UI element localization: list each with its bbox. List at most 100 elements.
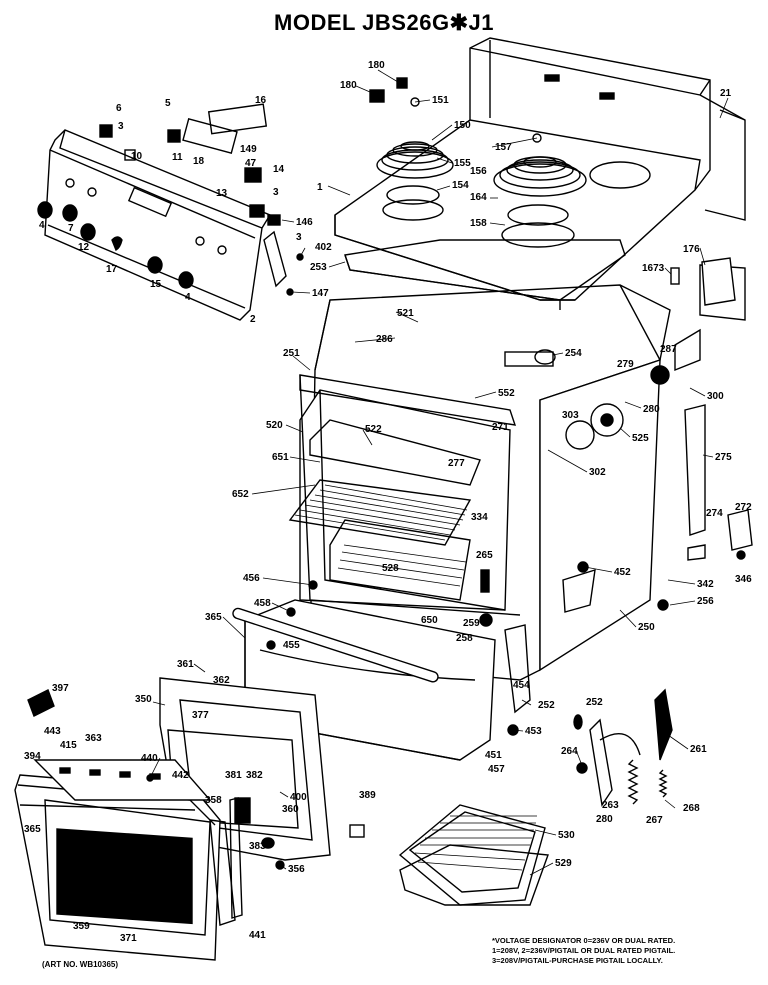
callout-156: 156 <box>470 166 487 177</box>
callout-359: 359 <box>73 921 90 932</box>
callout-4a: 4 <box>39 220 45 231</box>
surface-unit-left <box>376 141 454 221</box>
callout-1: 1 <box>317 182 323 193</box>
switches-and-clock <box>99 103 287 288</box>
callout-522: 522 <box>365 424 382 435</box>
callout-5: 5 <box>165 98 171 109</box>
voltage-designator-note: *VOLTAGE DESIGNATOR 0=236V OR DUAL RATED… <box>492 936 762 966</box>
control-knobs <box>37 201 194 289</box>
callout-383: 383 <box>249 841 266 852</box>
callout-360: 360 <box>282 804 299 815</box>
callout-147: 147 <box>312 288 329 299</box>
door-side-trim <box>229 797 243 919</box>
callout-389: 389 <box>359 790 376 801</box>
callout-251: 251 <box>283 348 300 359</box>
hinge-springs <box>627 759 668 805</box>
lower-bracket <box>562 569 596 613</box>
callout-252: 252 <box>538 700 555 711</box>
infinite-switch-knobs <box>565 403 624 450</box>
callout-300: 300 <box>707 391 724 402</box>
callout-157: 157 <box>495 142 512 153</box>
callout-4b: 4 <box>185 292 191 303</box>
callout-267: 267 <box>646 815 663 826</box>
callout-440: 440 <box>141 753 158 764</box>
diagram-title: MODEL JBS26G✱J1 <box>274 10 494 35</box>
callout-14: 14 <box>273 164 285 175</box>
callout-525: 525 <box>632 433 649 444</box>
callout-441: 441 <box>249 930 266 941</box>
callout-361: 361 <box>177 659 194 670</box>
callout-520: 520 <box>266 420 283 431</box>
door-hinge-left <box>27 689 55 717</box>
leader-lines <box>149 69 729 876</box>
callout-280b: 280 <box>596 814 613 825</box>
callout-254: 254 <box>565 348 582 359</box>
callout-529: 529 <box>555 858 572 869</box>
callout-453: 453 <box>525 726 542 737</box>
callout-146: 146 <box>296 217 313 228</box>
callout-186: 286 <box>376 334 393 345</box>
callout-6: 6 <box>116 103 122 114</box>
callout-3b: 3 <box>273 187 279 198</box>
callout-458: 458 <box>254 598 271 609</box>
callout-261: 261 <box>690 744 707 755</box>
callout-7: 7 <box>68 223 74 234</box>
callout-342: 342 <box>697 579 714 590</box>
callout-259: 259 <box>463 618 480 629</box>
callout-1673: 1673 <box>642 263 665 274</box>
callout-402: 402 <box>315 242 332 253</box>
callout-155: 155 <box>454 158 471 169</box>
callout-443: 443 <box>44 726 61 737</box>
terminal-block <box>504 349 556 367</box>
callout-365: 365 <box>205 612 222 623</box>
callout-530: 530 <box>558 830 575 841</box>
callout-651: 651 <box>272 452 289 463</box>
callout-3a: 3 <box>118 121 124 132</box>
callout-277: 277 <box>448 458 465 469</box>
callout-528: 528 <box>382 563 399 574</box>
callout-154: 154 <box>452 180 469 191</box>
callout-13: 13 <box>216 188 228 199</box>
maintop <box>334 37 746 301</box>
callout-650: 650 <box>421 615 438 626</box>
oven-frame-front <box>299 374 521 616</box>
callout-275: 275 <box>715 452 732 463</box>
callout-11: 11 <box>172 152 183 163</box>
callout-176: 176 <box>683 244 700 255</box>
callout-287: 287 <box>660 344 677 355</box>
callout-521: 521 <box>397 308 414 319</box>
callout-371: 371 <box>120 933 137 944</box>
callout-253: 253 <box>310 262 327 273</box>
callout-164: 164 <box>470 192 487 203</box>
callout-451: 451 <box>485 750 502 761</box>
callout-457: 457 <box>488 764 505 775</box>
broiler-pan <box>398 804 549 906</box>
callout-21: 21 <box>720 88 732 99</box>
callout-268: 268 <box>683 803 700 814</box>
surface-unit-right <box>493 156 587 248</box>
callout-279: 279 <box>617 359 634 370</box>
callout-3c: 3 <box>296 232 302 243</box>
callout-356: 356 <box>288 864 305 875</box>
door-hinge-assembly <box>573 688 673 807</box>
callout-180-b: 180 <box>340 80 357 91</box>
callout-456: 456 <box>243 573 260 584</box>
callout-302: 302 <box>589 467 606 478</box>
callout-12: 12 <box>78 242 90 253</box>
oven-door-outer <box>14 774 236 961</box>
callout-149: 149 <box>240 144 257 155</box>
callout-18: 18 <box>193 156 205 167</box>
callout-280: 280 <box>643 404 660 415</box>
callout-334: 334 <box>471 512 488 523</box>
burner-drip-tray <box>344 239 626 310</box>
rear-bracket <box>650 264 746 385</box>
callout-442: 442 <box>172 770 189 781</box>
callout-47: 47 <box>245 158 257 169</box>
callout-17: 17 <box>106 264 118 275</box>
oven-body <box>309 284 671 681</box>
oven-racks <box>288 419 481 601</box>
note-line-2: 1=208V, 2=236V/PIGTAIL OR DUAL RATED PIG… <box>492 946 676 955</box>
callout-151: 151 <box>432 95 449 106</box>
callout-15: 15 <box>150 279 162 290</box>
